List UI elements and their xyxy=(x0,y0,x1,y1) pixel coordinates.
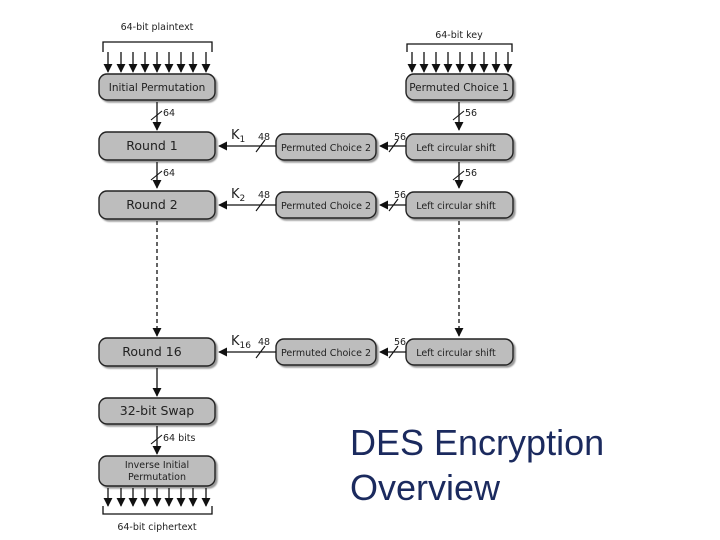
round-16-box xyxy=(98,337,216,367)
swap-label: 32-bit Swap xyxy=(120,403,195,418)
bus-slash xyxy=(150,110,163,121)
bus-slash xyxy=(388,345,399,359)
plaintext-bit-arrows xyxy=(103,52,211,73)
round-1-box xyxy=(98,131,216,161)
key-label: 64-bit key xyxy=(435,30,483,41)
slide-title-line-1: DES Encryption xyxy=(350,422,605,463)
ciphertext-label: 64-bit ciphertext xyxy=(117,522,197,533)
bus-slash xyxy=(255,139,266,153)
round-1-label: Round 1 xyxy=(126,138,177,153)
k1-label: K1 xyxy=(231,128,245,145)
swap-box xyxy=(98,397,216,425)
slide-title-line-2: Overview xyxy=(350,467,501,508)
round-16-label: Round 16 xyxy=(122,344,181,359)
k16-label: K16 xyxy=(231,334,251,351)
pc2-box-1 xyxy=(275,133,377,161)
k2-label: K2 xyxy=(231,187,245,204)
bit-label-64-bits: 64 bits xyxy=(163,433,196,444)
inverse-ip-label-1: Inverse Initial xyxy=(125,460,189,471)
lcs-box-1 xyxy=(405,133,514,161)
round-2-box xyxy=(98,190,216,220)
bus-slash xyxy=(388,198,399,212)
bus-slash xyxy=(150,434,163,445)
initial-permutation-label: Initial Permutation xyxy=(109,82,206,94)
bit-label-64-b: 64 xyxy=(163,168,175,179)
key-bit-arrows xyxy=(407,52,513,73)
round-2-label: Round 2 xyxy=(126,197,177,212)
bit-label-56-b: 56 xyxy=(465,168,477,179)
plaintext-bracket xyxy=(102,41,213,52)
bus-slash xyxy=(255,345,266,359)
lcs-label-16: Left circular shift xyxy=(416,348,496,359)
permuted-choice-1-label: Permuted Choice 1 xyxy=(409,82,509,94)
bit-label-48-1: 48 xyxy=(258,132,270,143)
bus-slash xyxy=(150,170,163,181)
slide-title: DES Encryption Overview xyxy=(350,420,604,510)
bit-label-56-16: 56 xyxy=(394,337,406,348)
bit-label-48-2: 48 xyxy=(258,190,270,201)
pc2-label-2: Permuted Choice 2 xyxy=(281,201,371,212)
ciphertext-bit-arrows xyxy=(103,488,211,507)
lcs-label-1: Left circular shift xyxy=(416,143,496,154)
bus-slash xyxy=(255,198,266,212)
bus-slash xyxy=(452,110,465,121)
inverse-ip-label-2: Permutation xyxy=(128,472,186,483)
plaintext-label: 64-bit plaintext xyxy=(121,22,194,33)
bit-label-48-16: 48 xyxy=(258,337,270,348)
key-bracket xyxy=(406,43,513,52)
ciphertext-bracket xyxy=(102,506,213,515)
pc2-label-1: Permuted Choice 2 xyxy=(281,143,371,154)
bus-slash xyxy=(388,139,399,153)
bit-label-56-a: 56 xyxy=(465,108,477,119)
bus-slash xyxy=(452,170,465,181)
lcs-label-2: Left circular shift xyxy=(416,201,496,212)
permuted-choice-1-box xyxy=(405,73,514,101)
bit-label-56-2: 56 xyxy=(394,190,406,201)
pc2-label-16: Permuted Choice 2 xyxy=(281,348,371,359)
bit-label-56-1: 56 xyxy=(394,132,406,143)
initial-permutation-box xyxy=(98,73,216,101)
inverse-ip-box xyxy=(98,455,216,487)
bit-label-64-a: 64 xyxy=(163,108,175,119)
